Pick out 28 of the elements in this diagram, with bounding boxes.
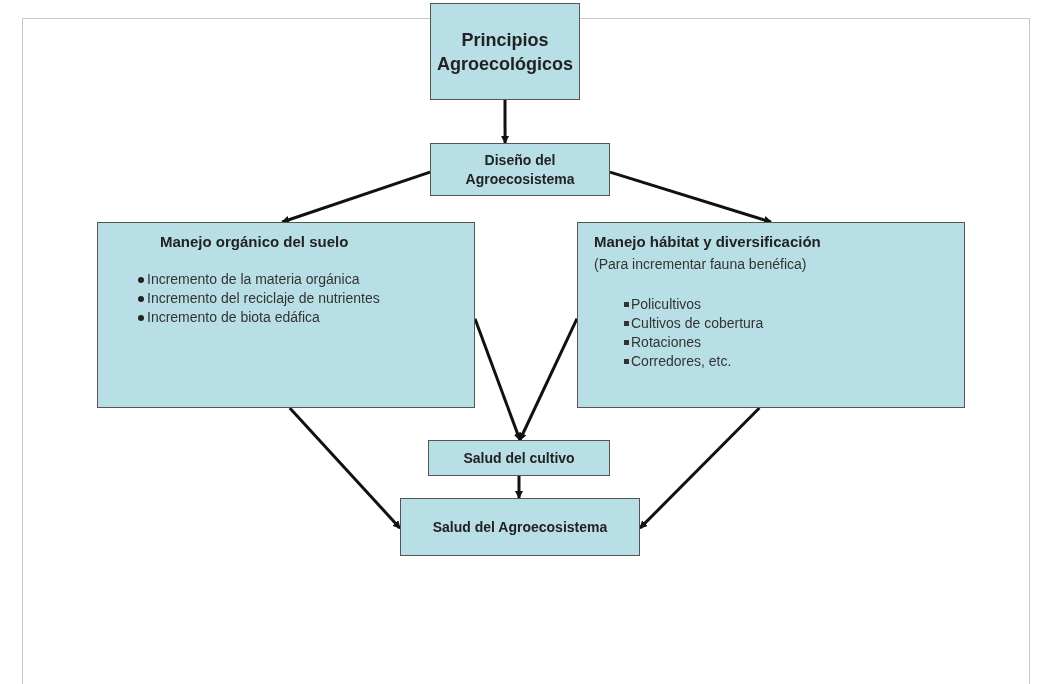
box-heading: Manejo orgánico del suelo bbox=[160, 232, 350, 252]
bullet-item: Rotaciones bbox=[631, 332, 702, 352]
process-box bbox=[400, 498, 640, 556]
arrow bbox=[288, 407, 402, 530]
process-box bbox=[577, 222, 965, 408]
bullet-item: Incremento del reciclaje de nutrientes bbox=[147, 288, 381, 308]
process-box bbox=[428, 440, 610, 476]
node-label: Salud del cultivo bbox=[463, 448, 575, 468]
arrow bbox=[501, 100, 510, 144]
arrow bbox=[473, 318, 522, 441]
process-box bbox=[430, 143, 610, 196]
bullet-item: Policultivos bbox=[631, 294, 702, 314]
process-box bbox=[430, 3, 580, 100]
process-box bbox=[97, 222, 475, 408]
node-label: Diseño del Agroecosistema bbox=[464, 150, 576, 189]
arrow bbox=[638, 406, 761, 530]
bullet-item: Corredores, etc. bbox=[631, 351, 732, 371]
arrow bbox=[518, 318, 579, 441]
bullet-item: Incremento de biota edáfica bbox=[147, 307, 321, 327]
box-subtitle: (Para incrementar fauna benéfica) bbox=[594, 254, 808, 274]
arrow bbox=[281, 170, 431, 224]
node-label: Salud del Agroecosistema bbox=[432, 517, 608, 537]
node-label: Principios Agroecológicos bbox=[437, 28, 573, 76]
arrow bbox=[515, 476, 524, 499]
bullet-item: Incremento de la materia orgánica bbox=[147, 269, 361, 289]
bullet-item: Cultivos de cobertura bbox=[631, 313, 764, 333]
arrow bbox=[609, 170, 772, 224]
box-heading: Manejo hábitat y diversificación bbox=[594, 232, 822, 252]
